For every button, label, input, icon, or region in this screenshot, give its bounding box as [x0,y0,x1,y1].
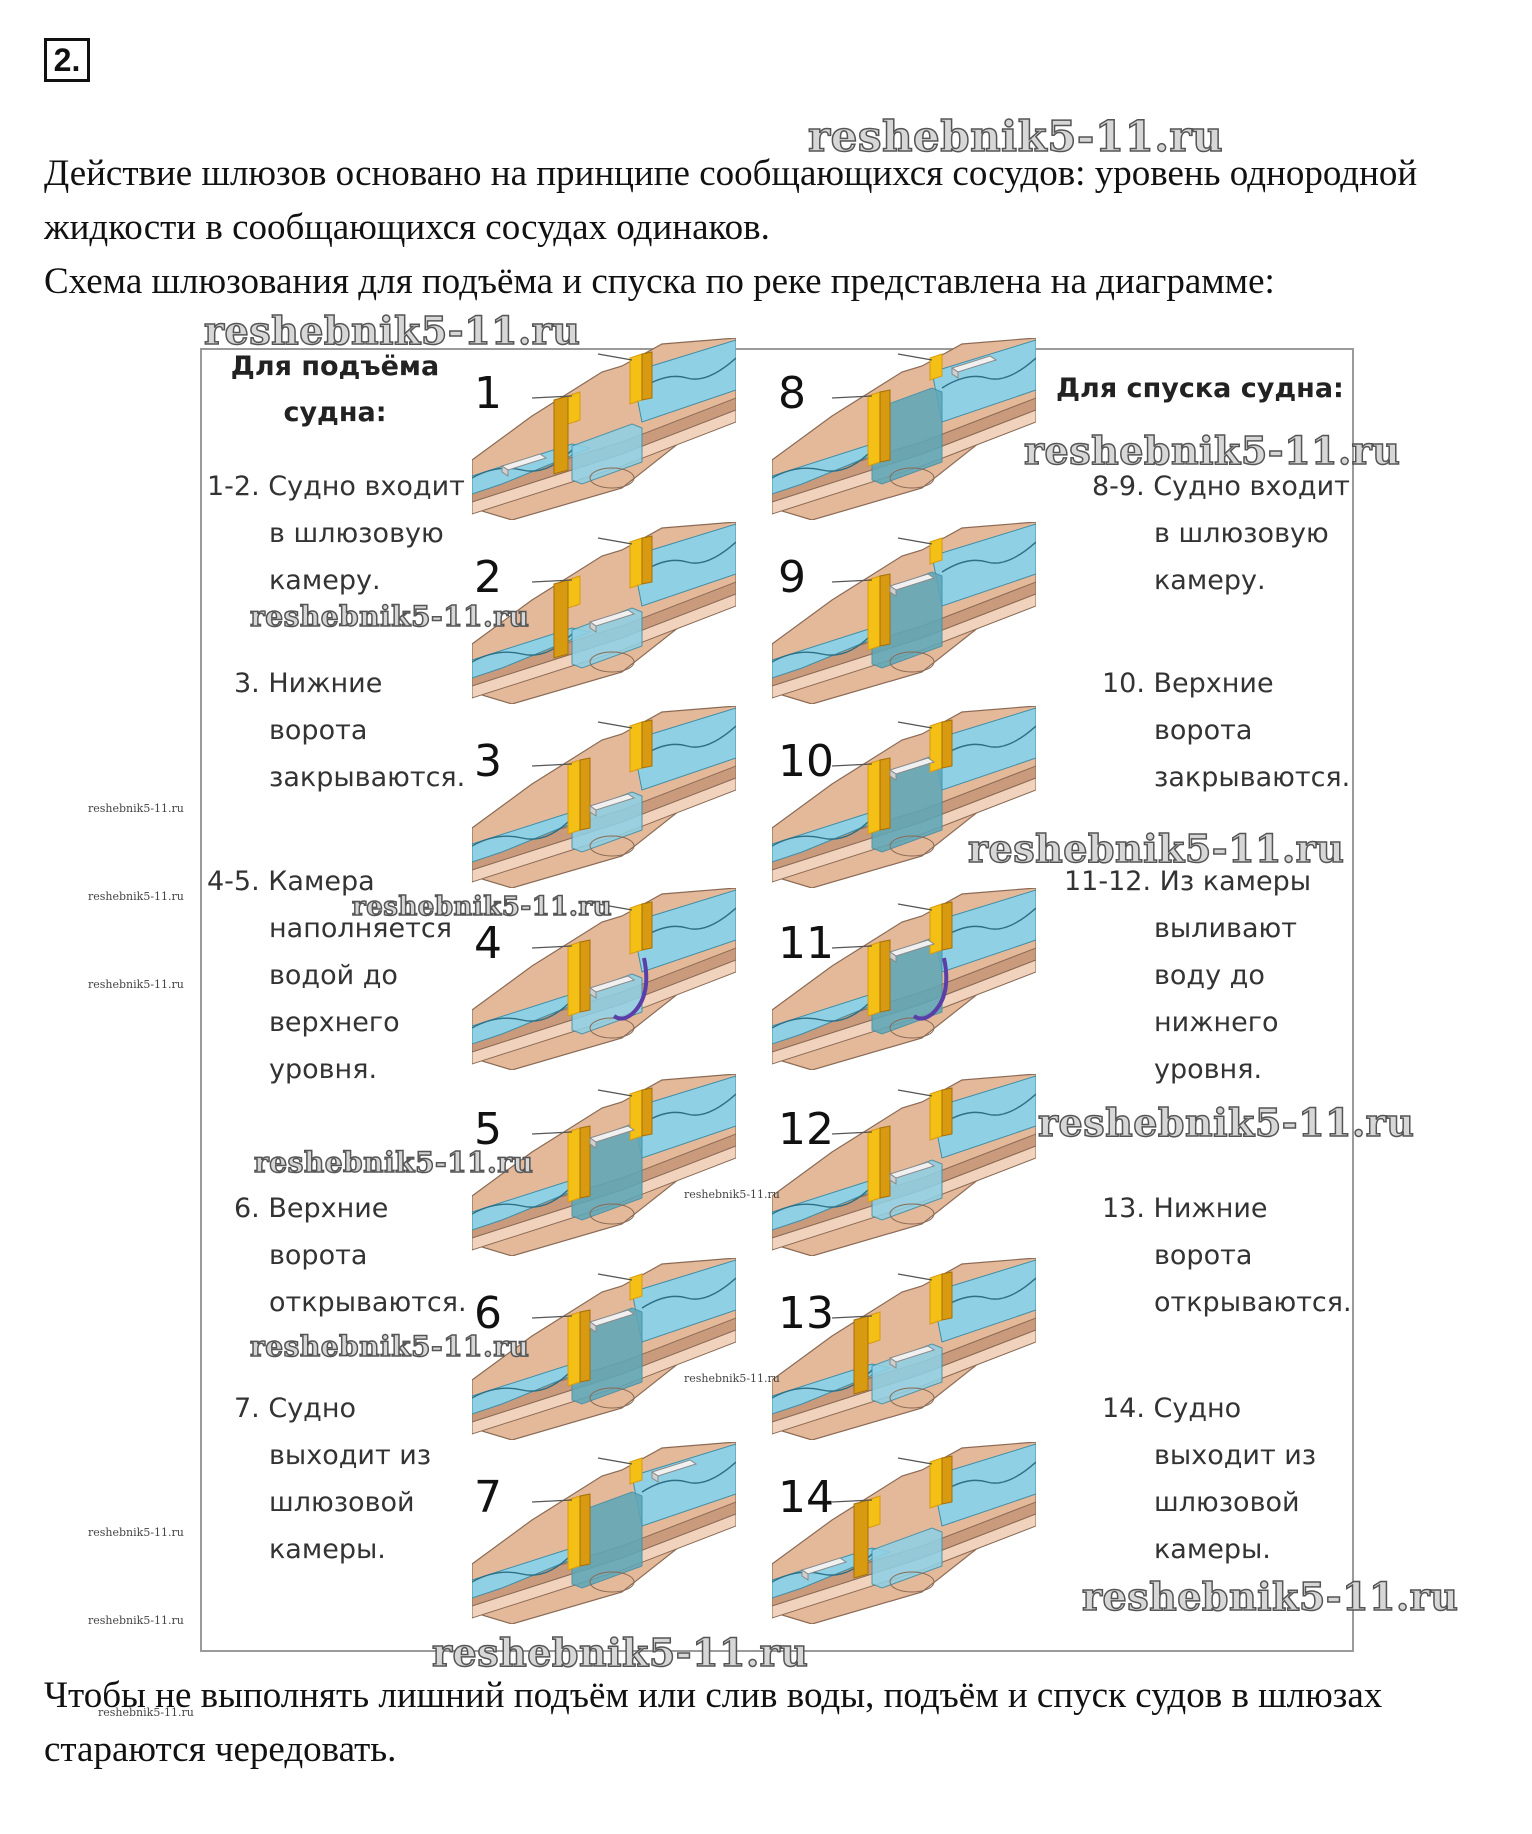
step-number-5: 5 [474,1104,502,1155]
watermark-small-1: reshebnik5-11.ru [88,802,184,815]
lock-illustration-13 [771,1257,1037,1441]
watermark-diagram-4: reshebnik5-11.ru [967,825,1345,872]
left-caption-3: 4-5. Камера наполняется водой до верхнег… [207,866,452,1085]
step-number-9: 9 [778,552,806,603]
task-number: 2. [44,38,90,82]
watermark-small-3: reshebnik5-11.ru [88,978,184,991]
watermark-diagram-9: reshebnik5-11.ru [1081,1573,1459,1620]
step-number-4: 4 [474,918,502,969]
step-number-2: 2 [474,552,502,603]
watermark-small-5: reshebnik5-11.ru [684,1372,780,1385]
right-caption-5: 14. Судно выходит из шлюзовой камеры. [1102,1393,1317,1565]
step-number-12: 12 [778,1104,834,1155]
outro-line-1: Чтобы не выполнять лишний подъём или сли… [44,1675,1383,1716]
step-number-11: 11 [778,918,834,969]
watermark-small-7: reshebnik5-11.ru [88,1614,184,1627]
watermark-diagram-6: reshebnik5-11.ru [253,1145,534,1180]
left-header-line-1: Для подъёма [230,351,440,382]
lock-illustration-7 [471,1441,737,1625]
intro-line-2: жидкости в сообщающихся сосудах одинаков… [44,207,770,248]
step-number-3: 3 [474,736,502,787]
lock-illustration-12 [771,1073,1037,1257]
outro-line-2: стараются чередовать. [44,1729,397,1770]
lock-illustration-14 [771,1441,1037,1625]
watermark-diagram-5: reshebnik5-11.ru [351,891,613,923]
lock-illustration-4 [471,887,737,1071]
lock-illustration-9 [771,521,1037,705]
lock-illustration-8 [771,337,1037,521]
left-caption-1: 1-2. Судно входит в шлюзовую камеру. [207,471,465,596]
left-header-line-2: судна: [283,397,387,428]
step-number-8: 8 [778,368,806,419]
right-caption-4: 13. Нижние ворота открываются. [1102,1193,1352,1318]
watermark-diagram-1: reshebnik5-11.ru [203,307,581,354]
watermark-top: reshebnik5-11.ru [807,111,1224,162]
lock-illustration-6 [471,1257,737,1441]
step-number-7: 7 [474,1472,502,1523]
left-caption-5: 7. Судно выходит из шлюзовой камеры. [234,1393,432,1565]
intro-line-3: Схема шлюзования для подъёма и спуска по… [44,261,1275,302]
watermark-diagram-3: reshebnik5-11.ru [249,599,530,634]
watermark-small-8: reshebnik5-11.ru [98,1706,194,1719]
lock-illustration-1 [471,337,737,521]
right-header: Для спуска судна: [1056,373,1344,404]
left-header: Для подъёма судна: [222,344,448,436]
watermark-diagram-10: reshebnik5-11.ru [431,1629,809,1676]
watermark-small-4: reshebnik5-11.ru [684,1188,780,1201]
lock-illustration-5 [471,1073,737,1257]
step-number-1: 1 [474,368,502,419]
watermark-diagram-7: reshebnik5-11.ru [1037,1099,1415,1146]
lock-illustration-10 [771,705,1037,889]
left-caption-2: 3. Нижние ворота закрываются. [234,668,466,793]
lock-illustration-2 [471,521,737,705]
watermark-small-6: reshebnik5-11.ru [88,1526,184,1539]
step-number-6: 6 [474,1288,502,1339]
step-number-10: 10 [778,736,834,787]
step-number-14: 14 [778,1472,834,1523]
diagram-frame [200,348,1354,1652]
left-caption-4: 6. Верхние ворота открываются. [234,1193,467,1318]
watermark-diagram-8: reshebnik5-11.ru [249,1329,530,1364]
watermark-small-2: reshebnik5-11.ru [88,890,184,903]
lock-illustration-3 [471,705,737,889]
right-caption-2: 10. Верхние ворота закрываются. [1102,668,1351,793]
right-caption-3: 11-12. Из камеры выливают воду до нижнег… [1064,866,1312,1085]
intro-line-1: Действие шлюзов основано на принципе соо… [44,153,1418,194]
step-number-13: 13 [778,1288,834,1339]
lock-illustration-11 [771,887,1037,1071]
watermark-diagram-2: reshebnik5-11.ru [1023,427,1401,474]
right-caption-1: 8-9. Судно входит в шлюзовую камеру. [1092,471,1350,596]
